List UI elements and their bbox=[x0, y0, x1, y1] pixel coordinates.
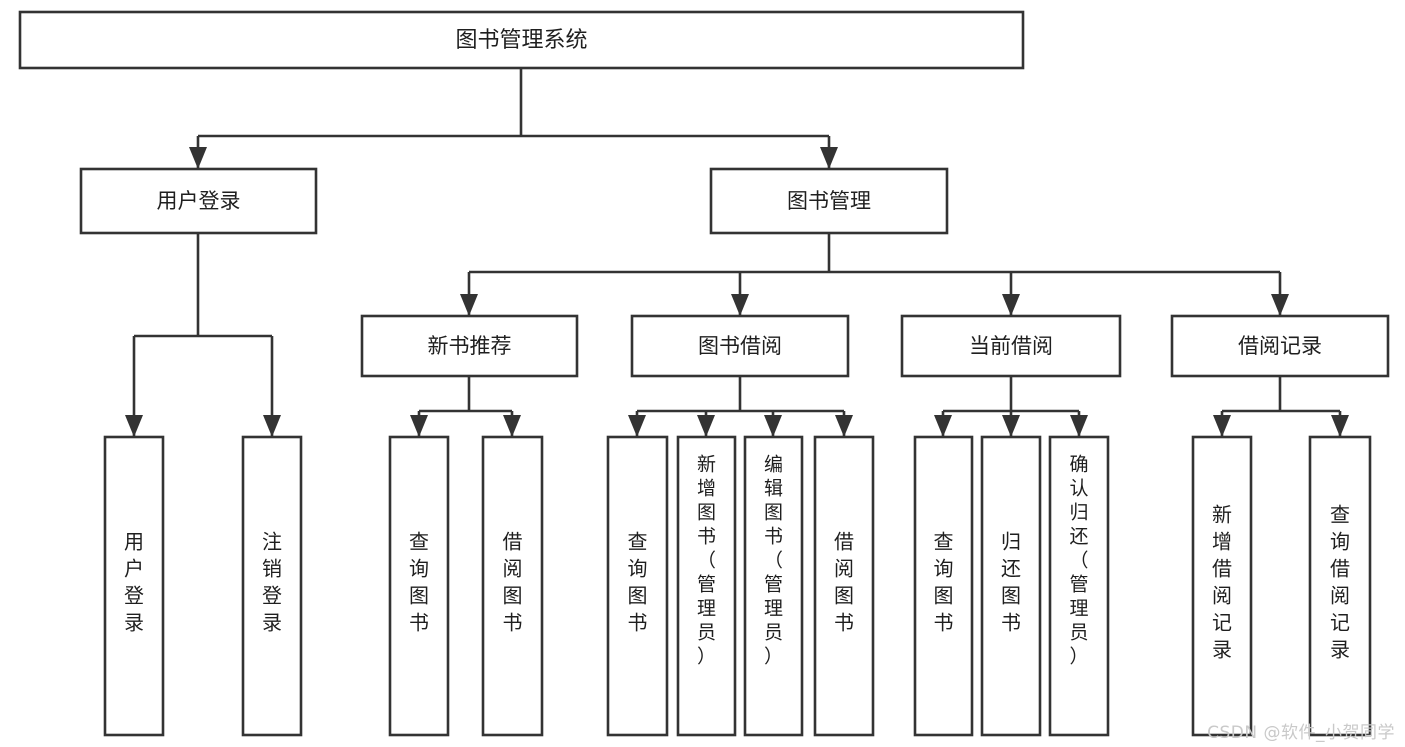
level1-node-1[interactable]: 图书管理 bbox=[709, 167, 949, 235]
node-box bbox=[1308, 435, 1372, 737]
leaf-node-label: 注销登录 bbox=[262, 529, 282, 634]
arrow-head-icon bbox=[697, 415, 715, 437]
node-box bbox=[1048, 435, 1110, 737]
leaf-node-label: 借阅图书 bbox=[834, 529, 854, 634]
arrow-head-icon bbox=[410, 415, 428, 437]
arrow-head-icon bbox=[1070, 415, 1088, 437]
leaf-node-label: 用户登录 bbox=[124, 529, 144, 634]
node-box bbox=[813, 435, 875, 737]
node-box bbox=[1170, 314, 1390, 378]
node-box bbox=[900, 314, 1122, 378]
level2-node-1[interactable]: 图书借阅 bbox=[630, 314, 850, 378]
arrow-head-icon bbox=[125, 415, 143, 437]
leaf-node-6[interactable]: 编辑图书（管理员） bbox=[743, 435, 804, 737]
arrow-head-icon bbox=[1213, 415, 1231, 437]
leaf-node-label: 归还图书 bbox=[1001, 529, 1021, 634]
level1-node-0[interactable]: 用户登录 bbox=[79, 167, 318, 235]
leaf-node-3[interactable]: 借阅图书 bbox=[481, 435, 544, 737]
arrow-head-icon bbox=[934, 415, 952, 437]
leaf-node-12[interactable]: 查询借阅记录 bbox=[1308, 435, 1372, 737]
leaf-node-label: 新增借阅记录 bbox=[1212, 502, 1232, 661]
node-box bbox=[1191, 435, 1253, 737]
leaf-node-label: 查询图书 bbox=[409, 529, 429, 634]
node-box bbox=[18, 10, 1025, 70]
node-box bbox=[743, 435, 804, 737]
leaf-node-2[interactable]: 查询图书 bbox=[388, 435, 450, 737]
arrow-head-icon bbox=[1271, 294, 1289, 316]
node-layer: 图书管理系统用户登录图书管理新书推荐图书借阅当前借阅借阅记录用户登录注销登录查询… bbox=[18, 10, 1390, 737]
node-box bbox=[913, 435, 974, 737]
node-box bbox=[360, 314, 579, 378]
node-label: 当前借阅 bbox=[969, 334, 1053, 358]
leaf-node-label: 查询图书 bbox=[934, 529, 954, 634]
node-label: 新书推荐 bbox=[428, 334, 512, 358]
leaf-node-label: 借阅图书 bbox=[503, 529, 523, 634]
leaf-node-5[interactable]: 新增图书（管理员） bbox=[676, 435, 737, 737]
leaf-node-label: 确认归还（管理员） bbox=[1069, 454, 1088, 668]
node-box bbox=[388, 435, 450, 737]
arrow-head-icon bbox=[628, 415, 646, 437]
arrow-head-icon bbox=[263, 415, 281, 437]
arrow-head-icon bbox=[820, 147, 838, 169]
node-box bbox=[241, 435, 303, 737]
node-box bbox=[79, 167, 318, 235]
node-label: 图书管理 bbox=[787, 189, 871, 213]
root-node-图书管理系统[interactable]: 图书管理系统 bbox=[18, 10, 1025, 70]
node-box bbox=[481, 435, 544, 737]
arrow-head-icon bbox=[460, 294, 478, 316]
leaf-node-label: 查询图书 bbox=[628, 529, 648, 634]
leaf-node-1[interactable]: 注销登录 bbox=[241, 435, 303, 737]
node-label: 用户登录 bbox=[157, 189, 241, 213]
node-label: 图书管理系统 bbox=[455, 28, 587, 53]
arrow-head-icon bbox=[731, 294, 749, 316]
node-box bbox=[606, 435, 669, 737]
leaf-node-label: 查询借阅记录 bbox=[1330, 502, 1350, 661]
arrow-head-icon bbox=[503, 415, 521, 437]
arrow-head-icon bbox=[835, 415, 853, 437]
csdn-watermark: CSDN @软件_小贺同学 bbox=[1207, 723, 1395, 743]
leaf-node-label: 新增图书（管理员） bbox=[697, 454, 716, 668]
leaf-node-10[interactable]: 确认归还（管理员） bbox=[1048, 435, 1110, 737]
leaf-node-4[interactable]: 查询图书 bbox=[606, 435, 669, 737]
node-box bbox=[709, 167, 949, 235]
connector-layer bbox=[125, 68, 1349, 437]
node-label: 借阅记录 bbox=[1238, 334, 1322, 358]
arrow-head-icon bbox=[1002, 294, 1020, 316]
leaf-node-11[interactable]: 新增借阅记录 bbox=[1191, 435, 1253, 737]
node-label: 图书借阅 bbox=[698, 334, 782, 358]
arrow-head-icon bbox=[1331, 415, 1349, 437]
leaf-node-9[interactable]: 归还图书 bbox=[980, 435, 1042, 737]
arrow-head-icon bbox=[764, 415, 782, 437]
level2-node-2[interactable]: 当前借阅 bbox=[900, 314, 1122, 378]
leaf-node-8[interactable]: 查询图书 bbox=[913, 435, 974, 737]
arrow-head-icon bbox=[189, 147, 207, 169]
leaf-node-label: 编辑图书（管理员） bbox=[764, 454, 783, 668]
leaf-node-7[interactable]: 借阅图书 bbox=[813, 435, 875, 737]
leaf-node-0[interactable]: 用户登录 bbox=[103, 435, 165, 737]
level2-node-0[interactable]: 新书推荐 bbox=[360, 314, 579, 378]
node-box bbox=[630, 314, 850, 378]
node-box bbox=[103, 435, 165, 737]
node-box bbox=[980, 435, 1042, 737]
level2-node-3[interactable]: 借阅记录 bbox=[1170, 314, 1390, 378]
arrow-head-icon bbox=[1002, 415, 1020, 437]
node-box bbox=[676, 435, 737, 737]
